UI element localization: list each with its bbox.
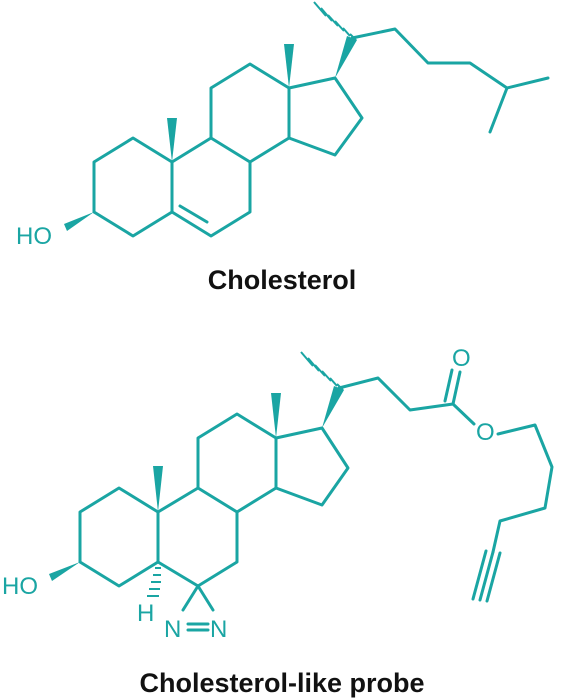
c17-side-chain-wedge: [335, 36, 357, 78]
probe-ho-wedge-bond: [49, 562, 80, 581]
c5-alpha-h-hashed-bond: [147, 567, 161, 597]
cholesterol-structure: HO: [16, 1, 550, 250]
hexynyl-chain-bonds: [491, 423, 554, 554]
atom-label-ho: HO: [2, 573, 38, 600]
c19-methyl-wedge: [167, 118, 177, 162]
c18-methyl-wedge: [284, 44, 294, 88]
double-bond-inner: [178, 204, 209, 224]
probe-ring-d-bonds: [274, 426, 350, 507]
ester-o-bond: [451, 402, 476, 426]
side-chain-bonds: [350, 27, 550, 134]
ho-wedge-bond: [64, 212, 94, 231]
probe-ring-a-bonds: [78, 486, 160, 588]
atom-label-carbonyl-o: O: [452, 345, 471, 372]
atom-label-ester-o: O: [476, 419, 495, 446]
ring-d-bonds: [287, 76, 364, 157]
molecule-caption-probe: Cholesterol-like probe: [139, 668, 424, 698]
c21-hashed-bond: [313, 1, 357, 41]
atom-label-n-left: N: [164, 616, 181, 643]
carbonyl-bond: [443, 368, 462, 406]
ring-c-bonds: [209, 62, 291, 164]
atom-label-n-right: N: [210, 616, 227, 643]
probe-ring-c-bonds: [196, 412, 278, 514]
molecule-caption-cholesterol: Cholesterol: [208, 265, 357, 295]
probe-c19-methyl-wedge: [153, 466, 163, 512]
ring-b-bonds: [170, 136, 252, 238]
probe-c21-hashed-bond: [300, 351, 344, 391]
probe-structure: HO H N N O O: [2, 345, 554, 643]
alkyne-triple-bond: [471, 549, 502, 603]
probe-ring-b-bonds: [156, 486, 239, 588]
atom-label-ho: HO: [16, 223, 52, 250]
probe-side-chain-bonds: [337, 376, 455, 412]
diazirine-bonds: [181, 584, 215, 632]
probe-c17-side-chain-wedge: [322, 386, 344, 428]
ring-a-bonds: [92, 136, 174, 238]
probe-c18-methyl-wedge: [271, 393, 281, 438]
atom-label-h: H: [137, 600, 154, 627]
